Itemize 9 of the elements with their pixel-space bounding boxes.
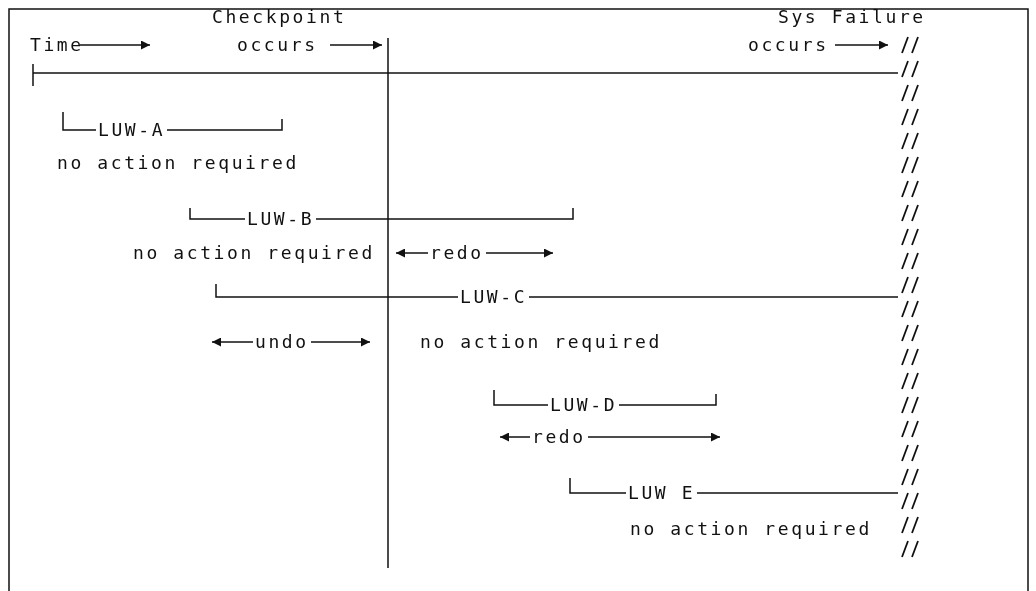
event-label: occurs: [748, 34, 829, 56]
note-text: no action required: [630, 518, 872, 540]
note-text: no action required: [133, 242, 375, 264]
note-text: no action required: [420, 331, 662, 353]
event-label: occurs: [237, 34, 318, 56]
note-text: no action required: [57, 152, 299, 174]
axis-label: Time: [30, 34, 84, 56]
event-label: Checkpoint: [212, 6, 347, 28]
event-label: Sys Failure: [778, 6, 926, 28]
